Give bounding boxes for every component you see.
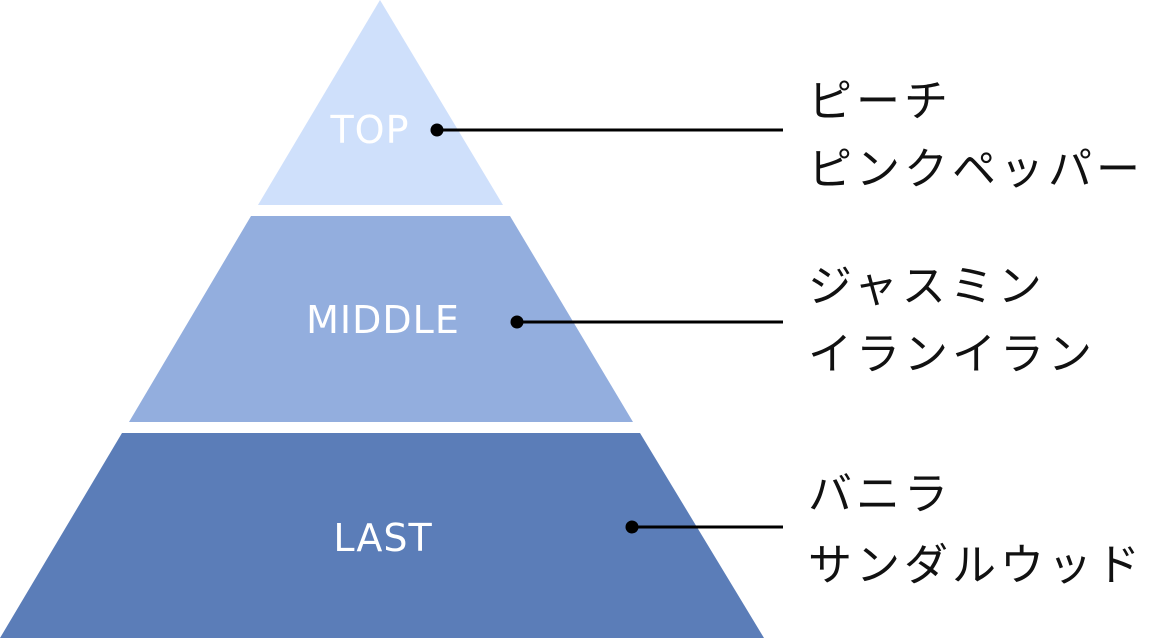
last-note-2: サンダルウッド (808, 540, 1144, 591)
middle-note-1: ジャスミン (808, 261, 1046, 312)
connector-top-dot (430, 123, 444, 137)
top-note-1: ピーチ (808, 76, 952, 127)
connector-last-dot (625, 520, 639, 534)
tier-top-shape (258, 0, 503, 205)
last-note-1: バニラ (808, 469, 952, 520)
connector-middle-dot (510, 315, 524, 329)
tier-top-label: TOP (329, 108, 409, 152)
tier-last-shape (0, 433, 764, 638)
middle-note-2: イランイラン (808, 329, 1096, 380)
tier-last-label: LAST (333, 516, 432, 560)
tier-middle-label: MIDDLE (306, 298, 460, 342)
top-note-2: ピンクペッパー (808, 144, 1144, 195)
tier-middle-shape (129, 216, 633, 422)
